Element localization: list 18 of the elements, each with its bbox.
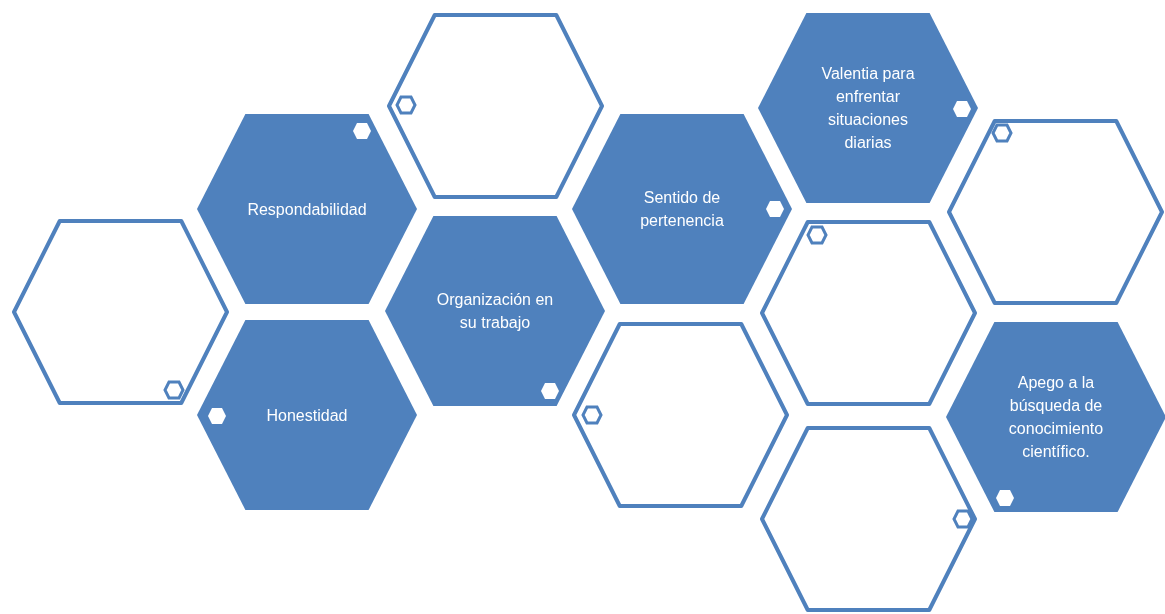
hexagon-label: Respondabilidad — [246, 199, 368, 220]
hexagon — [760, 220, 977, 406]
hexagon — [197, 114, 417, 304]
hexagon-label: Sentido de pertenencia — [639, 188, 725, 231]
hexagon — [12, 219, 229, 405]
hexagon — [385, 216, 605, 406]
hexagon — [946, 322, 1165, 512]
hexagon — [572, 322, 789, 508]
hexagon — [947, 119, 1164, 305]
hexagon — [758, 13, 978, 203]
hexagon-label: Honestidad — [265, 405, 349, 426]
hexagon-label: Apego a la búsqueda de conocimiento científico. — [1007, 373, 1105, 462]
hexagon — [572, 114, 792, 304]
hexagon — [387, 13, 604, 199]
hexagon-label: Valentia para enfrentar situaciones diarias — [820, 64, 916, 153]
hexagon-label: Organización en su trabajo — [435, 290, 555, 333]
hexagon — [197, 320, 417, 510]
hexagon — [760, 426, 977, 612]
